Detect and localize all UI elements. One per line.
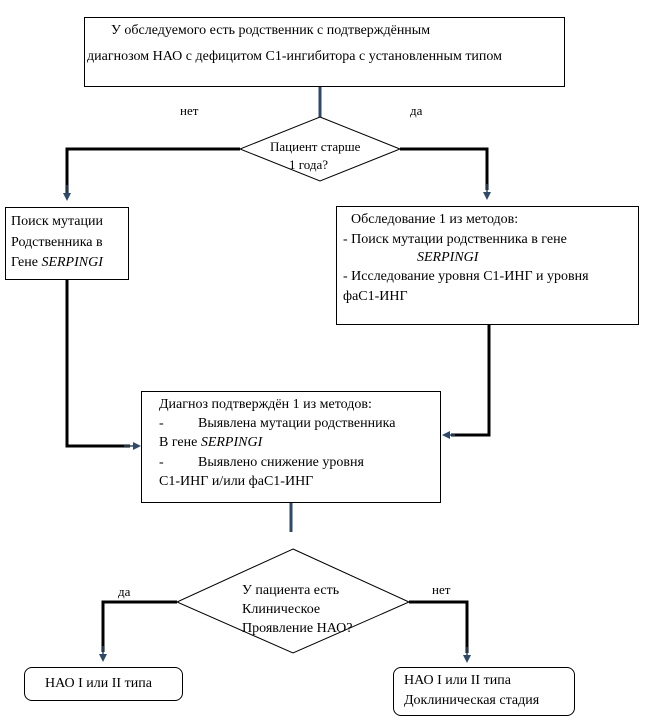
connector-left-to-diagnosis xyxy=(65,280,130,448)
result-symptomatic-text: НАО I или II типа xyxy=(45,676,152,691)
diagnosis-dash-2: - xyxy=(159,455,164,470)
top-box-line-1: У обследуемого есть родственник с подтве… xyxy=(111,23,431,38)
connector-decision1-no xyxy=(65,147,240,193)
diagnosis-line-3: В гене SERPINGI xyxy=(159,434,262,452)
right-box-line-1: Обследование 1 из методов: xyxy=(351,212,519,227)
decision2-line-2: Клиническое xyxy=(242,602,321,617)
label-yes-1: да xyxy=(410,103,423,118)
right-box-line-2: - Поиск мутации родственника в гене xyxy=(343,232,567,247)
decision1-line-1: Пациент старше xyxy=(270,139,361,154)
right-examination-box: Обследование 1 из методов: - Поиск мутац… xyxy=(336,206,639,325)
result-preclinical-line-1: НАО I или II типа xyxy=(404,673,511,688)
decision2-line-3: Проявление НАО? xyxy=(242,621,353,636)
connector-right-to-diagnosis xyxy=(451,325,491,437)
diagnosis-dash-1: - xyxy=(159,416,164,431)
left-box-gene-name: SERPINGI xyxy=(41,255,103,270)
left-box-line-2: Родственника в xyxy=(11,235,103,250)
decision1-line-2: 1 года? xyxy=(289,157,329,172)
connector-decision1-yes xyxy=(400,147,489,190)
result-preclinical-box: НАО I или II типа Доклиническая стадия xyxy=(393,667,575,716)
label-no-1: нет xyxy=(180,103,199,118)
connector-decision2-yes xyxy=(101,600,177,652)
diagnosis-line-2: Выявлена мутации родственника xyxy=(198,416,396,431)
diagnosis-line-1: Диагноз подтверждён 1 из методов: xyxy=(159,397,372,412)
diagnosis-line-3-prefix: В гене xyxy=(159,435,201,450)
decision1-diamond xyxy=(238,116,402,182)
top-condition-box: У обследуемого есть родственник с подтве… xyxy=(84,17,565,87)
diagnosis-gene-name: SERPINGI xyxy=(200,435,263,450)
left-box-line-3-prefix: Гене xyxy=(11,255,42,270)
left-box-line-1: Поиск мутации xyxy=(11,214,103,229)
decision2-diamond xyxy=(175,548,411,654)
diagnosis-confirmed-box: Диагноз подтверждён 1 из методов: - Выяв… xyxy=(141,391,441,503)
right-box-gene-italic: SERPINGI xyxy=(417,250,479,265)
diagnosis-line-5: С1-ИНГ и/или фаС1-ИНГ xyxy=(159,474,314,489)
result-symptomatic-box: НАО I или II типа xyxy=(24,667,183,701)
label-yes-2: да xyxy=(118,584,131,599)
decision2-line-1: У пациента есть xyxy=(242,583,340,598)
right-box-gene-name: SERPINGI xyxy=(417,249,478,267)
right-box-line-4: - Исследование уровня С1-ИНГ и уровня xyxy=(343,269,589,284)
result-preclinical-line-2: Доклиническая стадия xyxy=(404,693,540,708)
label-no-2: нет xyxy=(432,582,451,597)
left-mutation-box: Поиск мутации Родственника в Гене SERPIN… xyxy=(5,207,129,280)
diagnosis-line-4: Выявлено снижение уровня xyxy=(198,455,364,470)
right-box-line-5: фаС1-ИНГ xyxy=(343,289,408,304)
connector-decision2-no xyxy=(409,600,469,653)
top-box-line-2: диагнозом НАО с дефицитом С1-ингибитора … xyxy=(87,49,503,64)
left-box-line-3: Гене SERPINGI xyxy=(11,254,103,272)
